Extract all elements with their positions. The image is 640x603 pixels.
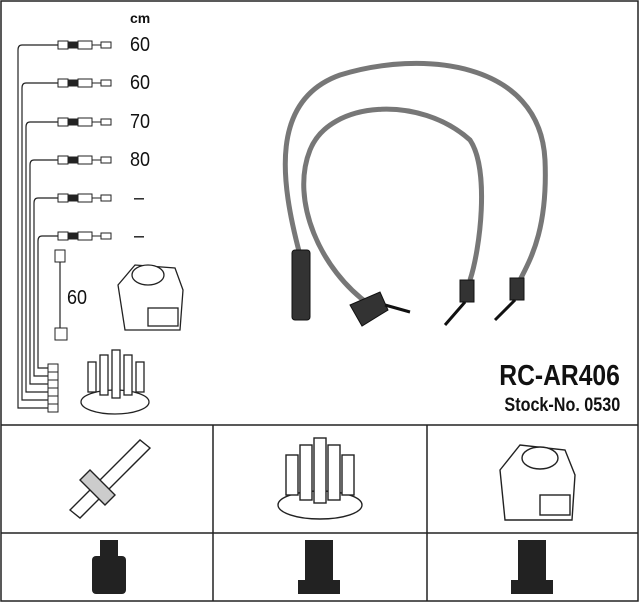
cable-length-4: 80 — [130, 149, 151, 171]
cable-boots — [291, 249, 525, 327]
product-code: RC-AR406 — [499, 360, 620, 392]
cable-length-6: – — [134, 225, 145, 247]
cable-connectors — [47, 40, 112, 413]
spark-plug-cables — [282, 60, 548, 308]
coil-terminal-icon — [511, 540, 553, 594]
ignition-coil-icon — [117, 264, 184, 331]
cable-bundle — [17, 44, 61, 409]
spark-plug-icon — [68, 439, 152, 519]
plug-terminal-icon — [92, 540, 126, 594]
ignition-coil-large-icon — [499, 444, 576, 521]
cap-terminal-icon — [298, 540, 340, 594]
distributor-cap-large-icon — [277, 437, 363, 520]
unit-label: cm — [130, 10, 151, 26]
distributor-cap-icon — [80, 349, 150, 415]
cable-length-1: 60 — [130, 34, 151, 56]
coil-lead-length: 60 — [67, 287, 88, 309]
cable-length-5: – — [134, 187, 145, 209]
cable-length-3: 70 — [130, 111, 151, 133]
cable-length-2: 60 — [130, 72, 151, 94]
stock-number: Stock-No. 0530 — [504, 395, 620, 416]
